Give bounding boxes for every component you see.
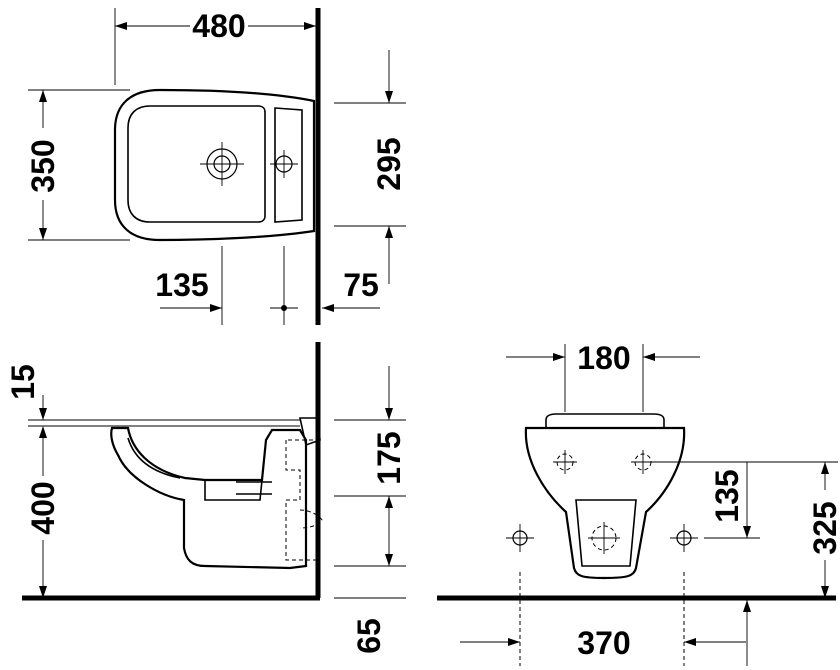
- dim-lower: [334, 496, 406, 567]
- dim-295-label: 295: [371, 137, 407, 190]
- dim-175: 175: [334, 366, 407, 497]
- dim-350-label: 350: [25, 139, 61, 192]
- dim-15: 15: [5, 364, 47, 438]
- dim-370-label: 370: [577, 625, 630, 661]
- top-view-tap-hole: [270, 150, 298, 178]
- side-view-trap: [204, 479, 263, 501]
- dim-75-label: 75: [343, 267, 379, 303]
- side-view-concealed-frame: [285, 439, 317, 561]
- dim-350: 350: [25, 89, 130, 241]
- top-view-deck: [274, 107, 303, 223]
- dim-175-label: 175: [371, 431, 407, 484]
- dim-135-top: 135: [155, 246, 298, 325]
- front-view-inlet-right: [631, 450, 655, 474]
- dim-180: 180: [506, 340, 700, 412]
- dim-400: 400: [25, 438, 61, 598]
- front-view-seat-rim: [545, 413, 665, 429]
- dim-65-label: 65: [351, 618, 387, 654]
- dim-65: 65: [334, 597, 406, 654]
- front-view: 180 135 325 370: [437, 340, 840, 666]
- front-view-bolt-right: [670, 524, 698, 666]
- dim-75: 75: [322, 267, 380, 312]
- top-view: 480 350 295: [25, 8, 407, 325]
- dim-295: 295: [334, 50, 407, 284]
- front-view-drain: [588, 522, 620, 554]
- top-view-drain: [200, 142, 244, 186]
- front-view-inlet-left: [553, 450, 577, 474]
- dim-15-label: 15: [5, 364, 41, 400]
- dim-400-label: 400: [25, 481, 61, 534]
- front-view-bidet-outline: [524, 426, 686, 580]
- side-view-bowl-inner: [127, 437, 181, 479]
- front-view-pedestal: [575, 499, 637, 567]
- dim-480: 480: [114, 8, 316, 85]
- top-view-bowl: [127, 105, 266, 223]
- side-view-wall-bracket: [299, 417, 321, 447]
- dim-370: 370: [460, 600, 751, 666]
- dim-135-top-label: 135: [155, 267, 208, 303]
- front-view-bolt-left: [506, 524, 534, 666]
- side-view: 15 400 175 65: [5, 342, 407, 654]
- dim-325: 325: [700, 461, 840, 598]
- side-view-bidet-profile: [110, 426, 308, 570]
- dim-135-front-label: 135: [709, 469, 745, 522]
- dim-135-front: 135: [655, 461, 760, 539]
- dim-480-label: 480: [192, 8, 245, 44]
- dim-180-label: 180: [577, 340, 630, 376]
- dim-325-label: 325: [807, 501, 840, 554]
